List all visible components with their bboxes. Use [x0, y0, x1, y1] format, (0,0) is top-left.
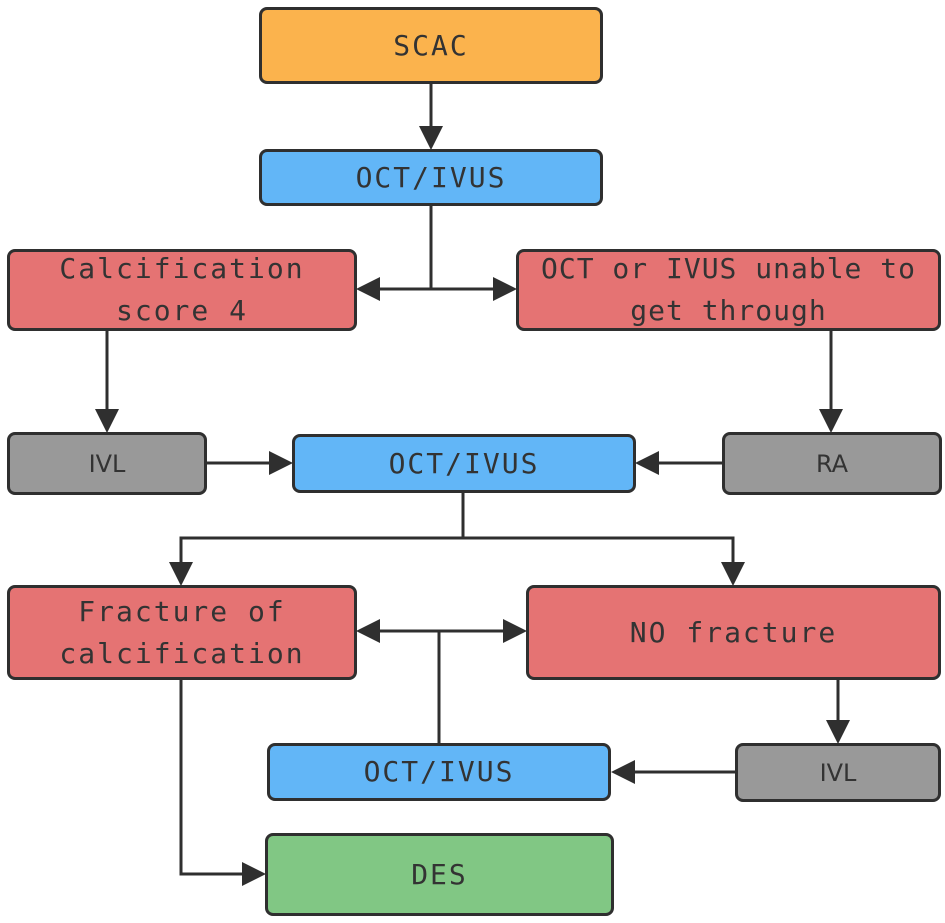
node-oct-ivus-repeat: OCT/IVUS: [267, 743, 611, 801]
arrowhead: [503, 619, 527, 643]
arrowhead: [269, 451, 293, 475]
node-fracture-of-calcification: Fracture of calcification: [7, 585, 357, 680]
arrowhead: [242, 862, 266, 886]
connector-split-bar: [179, 536, 735, 566]
arrowhead: [721, 562, 745, 586]
node-oct-ivus-post-prep: OCT/IVUS: [292, 434, 636, 493]
arrowhead: [419, 126, 443, 150]
node-ivl-first: IVL: [7, 432, 207, 495]
node-ivl-repeat: IVL: [735, 743, 941, 802]
arrow-fracture-to-des: [179, 679, 246, 876]
arrowhead: [356, 277, 380, 301]
arrowhead: [611, 760, 635, 784]
arrowhead: [356, 619, 380, 643]
node-des: DES: [265, 833, 614, 916]
arrowhead: [635, 451, 659, 475]
node-ra: RA: [722, 432, 942, 495]
arrowhead: [169, 562, 193, 586]
node-unable-to-get-through: OCT or IVUS unable to get through: [516, 249, 941, 331]
node-no-fracture: NO fracture: [526, 585, 941, 680]
arrowhead: [493, 277, 517, 301]
arrowhead: [95, 409, 119, 433]
arrowhead: [819, 409, 843, 433]
node-scac: SCAC: [259, 7, 603, 84]
node-oct-ivus-initial: OCT/IVUS: [259, 149, 603, 206]
node-calcification-score: Calcification score 4: [7, 249, 357, 331]
arrowhead: [826, 720, 850, 744]
